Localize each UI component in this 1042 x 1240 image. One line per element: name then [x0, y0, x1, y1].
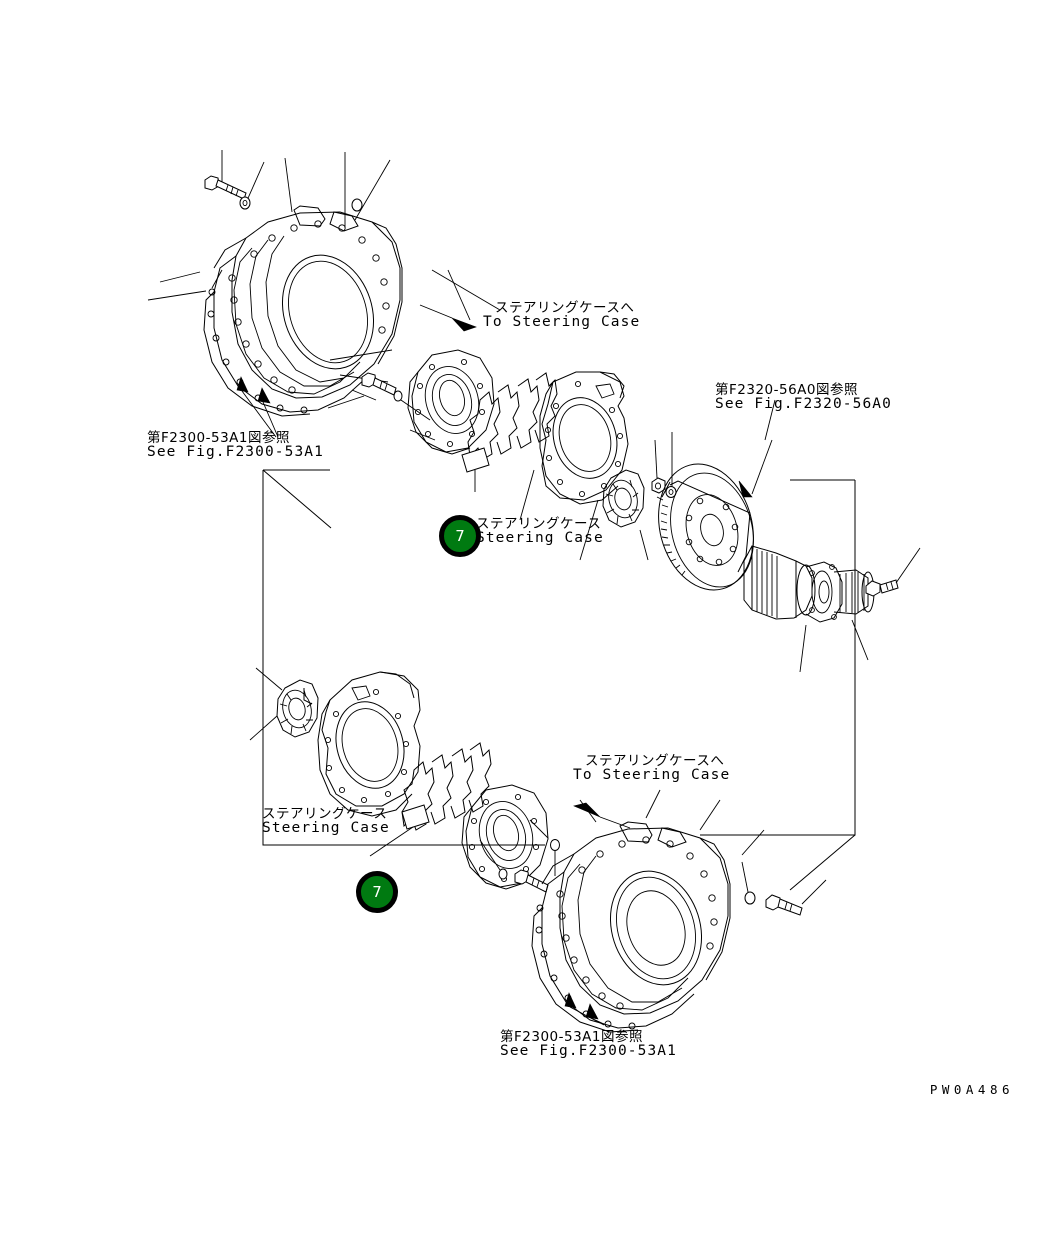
friction-plate-pack-upper	[461, 372, 558, 492]
arrow-to-steering-case-lower	[573, 802, 631, 829]
callout-en-text: To Steering Case	[573, 767, 731, 784]
ref-arrows-lower	[564, 992, 607, 1026]
ref-arrow-f2320	[738, 439, 773, 498]
lower-assembly	[249, 667, 827, 1033]
brake-housing-upper	[203, 205, 403, 417]
ref-arrows-upper	[236, 376, 279, 438]
brake-rotor-upper	[656, 463, 754, 591]
callout-jp-text: ステアリングケースへ	[585, 753, 725, 769]
callout-jp-text: ステアリングケース	[262, 806, 388, 822]
callout-en-text: Steering Case	[476, 530, 604, 547]
callout-jp-text: 第F2300-53A1図参照	[147, 430, 290, 446]
friction-plate-pack-lower	[369, 742, 492, 857]
brake-case-lower	[303, 671, 421, 817]
upper-misc-leaders	[519, 399, 869, 673]
drawing-number: PW0A486	[929, 1082, 1014, 1097]
arrow-to-steering-case-upper	[419, 304, 477, 332]
brake-case-upper	[539, 371, 629, 505]
index-badge-number: 7	[372, 882, 382, 901]
callout-en-text: To Steering Case	[483, 314, 641, 331]
callout-ref-f2300-53a1-upper: 第F2300-53A1図参照 See Fig.F2300-53A1	[147, 431, 324, 460]
lower-misc-leaders	[529, 789, 765, 856]
callout-ref-f2320-56a0: 第F2320-56A0図参照 See Fig.F2320-56A0	[715, 383, 892, 412]
index-badge-7-lower[interactable]: 7	[356, 871, 398, 913]
section-bracket	[262, 469, 856, 891]
callout-to-steering-case-lower: ステアリングケースへ To Steering Case	[573, 754, 730, 783]
callout-jp-text: 第F2320-56A0図参照	[715, 382, 858, 398]
nut-upper	[651, 477, 666, 494]
washer-upper-left	[239, 196, 251, 210]
brake-housing-lower	[531, 821, 731, 1033]
callout-jp-text: ステアリングケースへ	[495, 300, 635, 316]
bolt-upper-right	[865, 547, 921, 597]
pin-upper-right	[351, 198, 363, 212]
pin-lower	[550, 839, 560, 876]
callout-jp-text: ステアリングケース	[476, 516, 602, 532]
bolt-upper-left	[204, 175, 247, 200]
axle-shaft-upper	[743, 545, 875, 623]
callout-en-text: See Fig.F2300-53A1	[147, 444, 324, 461]
callout-ref-f2300-53a1-lower: 第F2300-53A1図参照 See Fig.F2300-53A1	[500, 1030, 677, 1059]
callout-en-text: See Fig.F2300-53A1	[500, 1043, 677, 1060]
index-badge-number: 7	[455, 526, 465, 545]
bolt-upper-mid	[361, 372, 403, 402]
callout-jp-text: 第F2300-53A1図参照	[500, 1029, 643, 1045]
piston-housing-upper	[407, 349, 495, 455]
bolt-lower-right	[741, 861, 827, 916]
index-badge-7-upper[interactable]: 7	[439, 515, 481, 557]
bolt-lower-mid	[479, 839, 549, 893]
callout-en-text: Steering Case	[262, 820, 390, 837]
callout-en-text: See Fig.F2320-56A0	[715, 396, 892, 413]
callout-steering-case-lower: ステアリングケース Steering Case	[262, 807, 390, 836]
callout-steering-case-upper: ステアリングケース Steering Case	[476, 517, 604, 546]
upper-assembly	[147, 150, 921, 673]
coupling-hub-lower	[249, 667, 319, 741]
coupling-hub-upper	[602, 469, 645, 528]
callout-to-steering-case-upper: ステアリングケースへ To Steering Case	[483, 301, 640, 330]
